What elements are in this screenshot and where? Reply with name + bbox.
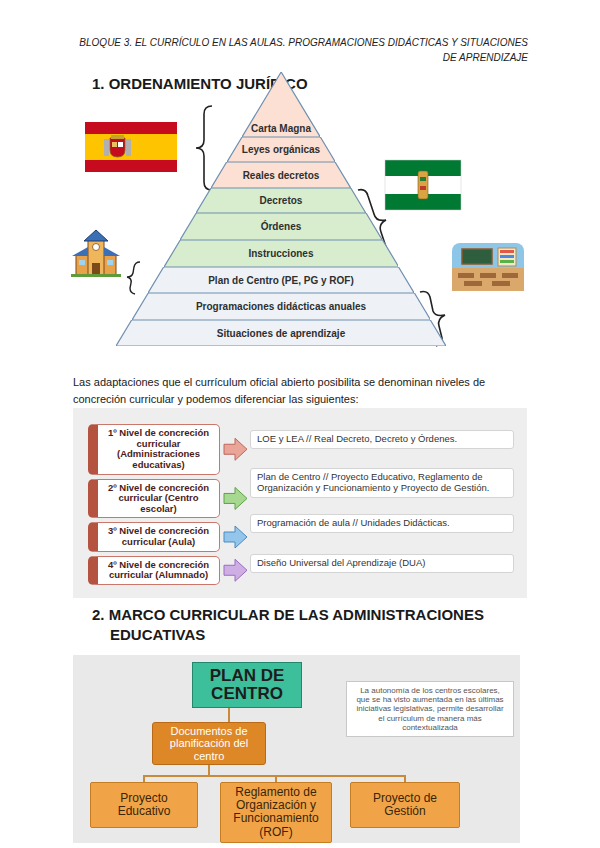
level-box: 1º Nivel de concreción curricular (Admin… (88, 424, 220, 475)
connector (209, 765, 405, 782)
intro-paragraph: Las adaptaciones que el currículum ofici… (73, 374, 529, 407)
level-box: 3º Nivel de concreción curricular (Aula) (88, 522, 220, 551)
pyramid-band: Reales decretos (211, 162, 351, 188)
connector-line (228, 708, 230, 722)
band-outline (164, 240, 399, 267)
brace (196, 106, 212, 190)
block-arrow (224, 438, 247, 460)
documents-box: Documentos de planificación del centro (152, 722, 266, 765)
connector-line (209, 765, 276, 782)
band-outline (116, 320, 446, 346)
node-text: Plan de Centro // Proyecto Educativo, Re… (257, 472, 507, 494)
spain-flag (85, 122, 177, 172)
pyramid-band: Leyes orgánicas (227, 137, 335, 162)
node-text: LOE y LEA // Real Decreto, Decreto y Órd… (257, 434, 507, 445)
band-outline (148, 267, 414, 293)
document-box: Proyecto de Gestión (350, 782, 460, 828)
connector (224, 526, 247, 548)
node-text: 2º Nivel de concreción curricular (Centr… (102, 483, 215, 515)
node-text: Proyecto de Gestión (355, 792, 455, 818)
node-text: Programaciones didácticas anuales (196, 301, 366, 312)
connector-line (209, 765, 405, 782)
classroom-picture (452, 243, 524, 291)
pyramid-band: Órdenes (180, 213, 382, 240)
level-box: 4º Nivel de concreción curricular (Alumn… (88, 556, 220, 585)
level-description: Programación de aula // Unidades Didácti… (250, 514, 514, 533)
connector (224, 438, 247, 460)
panel-background (73, 655, 520, 843)
block-arrow (224, 487, 247, 509)
node-text: Diseño Universal del Aprendizaje (DUA) (257, 558, 507, 569)
band-outline (196, 188, 366, 213)
node-text: Plan de Centro (PE, PG y ROF) (208, 275, 354, 286)
node-text: Reglamento de Organización y Funcionamie… (225, 786, 327, 839)
node-text: Instrucciones (248, 248, 313, 259)
block-arrow (224, 526, 247, 548)
document-box: Reglamento de Organización y Funcionamie… (220, 782, 332, 843)
connector (209, 765, 276, 782)
node-text: 4º Nivel de concreción curricular (Alumn… (102, 560, 215, 581)
section-heading: 2. MARCO CURRICULAR DE LAS ADMINISTRACIO… (92, 605, 550, 644)
node-text: Leyes orgánicas (242, 144, 320, 155)
band-outline (242, 72, 320, 137)
band-outline (180, 213, 382, 240)
node-text: 1º Nivel de concreción curricular (Admin… (102, 428, 215, 471)
node-text: Documentos de planificación del centro (157, 725, 261, 762)
pyramid-band: Instrucciones (164, 240, 399, 267)
plan-box: PLAN DE CENTRO (192, 662, 302, 708)
band-outline (211, 162, 351, 188)
level-description: Plan de Centro // Proyecto Educativo, Re… (250, 468, 514, 498)
brace (127, 262, 140, 294)
school-icon (71, 230, 121, 277)
block-arrow (224, 559, 247, 581)
node-text: Programación de aula // Unidades Didácti… (257, 518, 507, 529)
pyramid-band: Decretos (196, 188, 366, 213)
connector (224, 559, 247, 581)
pyramid-band: Carta Magna (242, 72, 320, 137)
level-box: 2º Nivel de concreción curricular (Centr… (88, 479, 220, 519)
pyramid-band: Programaciones didácticas anuales (132, 293, 431, 320)
andalucia-flag (385, 160, 461, 210)
level-description: LOE y LEA // Real Decreto, Decreto y Órd… (250, 430, 514, 449)
connector-line (144, 765, 209, 782)
note-box: La autonomía de los centros escolares, q… (346, 681, 514, 737)
node-text: Decretos (260, 195, 303, 206)
band-outline (132, 293, 431, 320)
connector (144, 765, 209, 782)
node-text: Situaciones de aprendizaje (217, 328, 345, 339)
node-text: Reales decretos (243, 170, 320, 181)
node-text: 3º Nivel de concreción curricular (Aula) (102, 526, 215, 547)
section-heading: 1. ORDENAMIENTO JURÍDICO (92, 74, 530, 94)
page-title: BLOQUE 3. EL CURRÍCULO EN LAS AULAS. PRO… (73, 36, 528, 65)
level-description: Diseño Universal del Aprendizaje (DUA) (250, 554, 514, 573)
node-text: Carta Magna (251, 123, 311, 134)
pyramid-band: Situaciones de aprendizaje (116, 320, 446, 346)
connector (229, 708, 230, 722)
connector (224, 487, 247, 509)
band-outline (227, 137, 335, 162)
pyramid-band: Plan de Centro (PE, PG y ROF) (148, 267, 414, 293)
node-text: PLAN DE CENTRO (197, 667, 297, 703)
node-text: Órdenes (261, 221, 302, 232)
node-text: La autonomía de los centros escolares, q… (353, 686, 507, 732)
document-box: Proyecto Educativo (90, 782, 198, 828)
node-text: Proyecto Educativo (95, 792, 193, 818)
panel-background (73, 408, 527, 598)
